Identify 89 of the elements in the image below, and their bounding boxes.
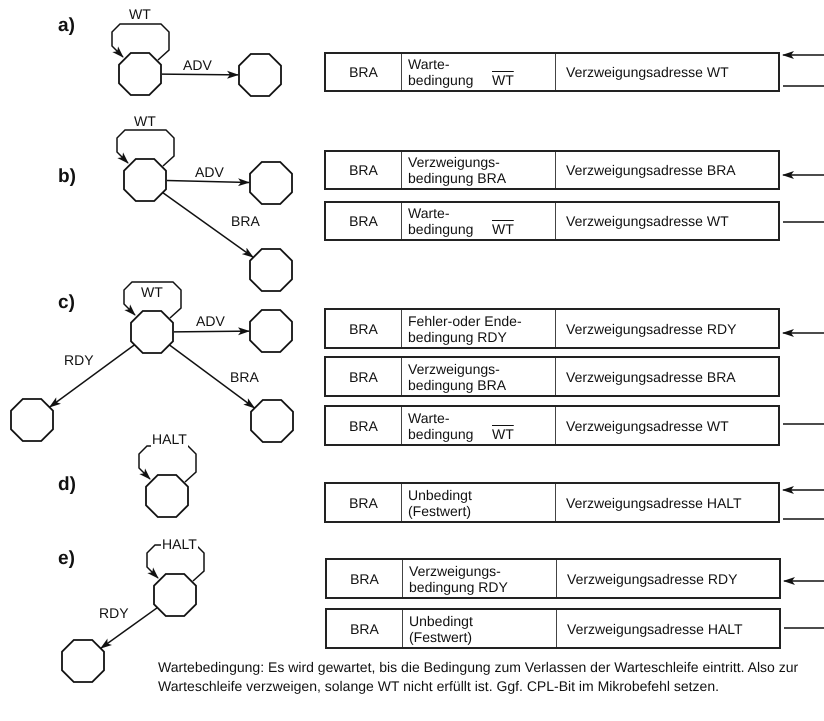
edge-label: ADV: [194, 165, 225, 180]
opcode-field-text: BRA: [349, 494, 378, 510]
arrow: [782, 486, 824, 494]
arrow: [100, 607, 158, 649]
state-octagon: [249, 309, 293, 353]
opcode-field-text: BRA: [350, 570, 379, 586]
arrow: [169, 344, 256, 408]
section-letter: c): [58, 292, 75, 314]
section-letter: d): [58, 474, 76, 496]
line: [783, 221, 824, 223]
microinstruction-row: [324, 482, 780, 523]
condition-field-text: Warte- bedingung: [408, 410, 474, 442]
microinstruction-row: [324, 356, 780, 397]
condition-field-text: Unbedingt (Festwert): [408, 486, 473, 518]
edge-label: WT: [133, 114, 157, 129]
condition-field-text: Verzweigungs- bedingung BRA: [408, 360, 508, 392]
edge-label: WT: [140, 285, 164, 300]
arrow: [783, 577, 824, 585]
state-octagon: [153, 573, 197, 617]
edge-label: BRA: [230, 214, 261, 229]
address-field-text: Verzweigungsadresse RDY: [566, 320, 736, 336]
section-letter: e): [58, 548, 75, 570]
address-field-text: Verzweigungsadresse WT: [566, 418, 729, 434]
edge-label: HALT: [161, 537, 198, 552]
microinstruction-row: [324, 201, 780, 241]
arrow: [782, 51, 824, 59]
edge-label: HALT: [151, 432, 188, 447]
condition-field-text: Unbedingt (Festwert): [409, 612, 474, 644]
arrow: [174, 327, 250, 336]
condition-field-text: Warte- bedingung: [408, 56, 474, 88]
section-letter: a): [58, 15, 75, 37]
section-letter: b): [58, 166, 76, 188]
state-octagon: [238, 53, 282, 97]
state-octagon: [130, 310, 174, 354]
state-octagon: [250, 399, 294, 443]
line: [783, 423, 824, 425]
negated-signal-name: WT: [492, 221, 514, 237]
condition-field-text: Fehler-oder Ende- bedingung RDY: [408, 312, 523, 344]
negated-signal-name: WT: [492, 426, 514, 442]
negated-signal-name: WT: [492, 72, 514, 88]
address-field-text: Verzweigungsadresse RDY: [567, 570, 738, 586]
arrow: [162, 70, 239, 79]
edge-label: ADV: [182, 58, 213, 73]
arrow: [111, 23, 170, 61]
arrow: [116, 129, 175, 167]
opcode-field-text: BRA: [349, 320, 378, 336]
condition-field-text: Verzweigungs- bedingung RDY: [409, 562, 509, 594]
edge-label: RDY: [63, 353, 95, 368]
microinstruction-row: [324, 150, 780, 190]
address-field-text: Verzweigungsadresse HALT: [566, 494, 742, 510]
microinstruction-row: [324, 308, 780, 349]
state-octagon: [123, 158, 167, 202]
state-octagon: [249, 248, 293, 292]
opcode-field-text: BRA: [349, 213, 378, 229]
edge-label: ADV: [195, 314, 226, 329]
edge-label: RDY: [98, 606, 130, 621]
opcode-field-text: BRA: [349, 64, 378, 80]
microinstruction-row: [324, 405, 780, 446]
arrow: [162, 192, 254, 258]
condition-field-text: Warte- bedingung: [408, 205, 474, 237]
opcode-field-text: BRA: [349, 162, 378, 178]
state-octagon: [118, 52, 162, 96]
microinstruction-row: [325, 558, 781, 599]
arrow: [166, 178, 250, 186]
opcode-field-text: BRA: [349, 418, 378, 434]
state-octagon: [61, 639, 105, 683]
state-octagon: [10, 398, 54, 442]
address-field-text: Verzweigungsadresse BRA: [566, 162, 736, 178]
line: [783, 518, 824, 520]
line: [784, 627, 824, 629]
edge-label: WT: [128, 7, 152, 22]
opcode-field-text: BRA: [350, 620, 379, 636]
address-field-text: Verzweigungsadresse WT: [566, 64, 729, 80]
microinstruction-row: [325, 608, 781, 649]
address-field-text: Verzweigungsadresse HALT: [567, 620, 743, 636]
arrow: [48, 344, 135, 408]
arrow: [782, 329, 824, 337]
microinstruction-row: [324, 52, 780, 92]
address-field-text: Verzweigungsadresse BRA: [566, 368, 736, 384]
arrow: [123, 281, 182, 319]
footnote-text: Wartebedingung: Es wird gewartet, bis die Bedingung zum Verlassen der Warteschleife eintritt. Also zur Warteschleife verzweigen, solange WT nicht erfüllt ist. Ggf. CPL-Bit im Mikrobefehl setzen.: [158, 658, 800, 696]
edge-label: BRA: [229, 370, 260, 385]
arrow: [782, 171, 824, 179]
line: [783, 85, 824, 87]
address-field-text: Verzweigungsadresse WT: [566, 213, 729, 229]
state-octagon: [145, 474, 189, 518]
condition-field-text: Verzweigungs- bedingung BRA: [408, 154, 508, 186]
state-octagon: [249, 161, 293, 205]
opcode-field-text: BRA: [349, 368, 378, 384]
